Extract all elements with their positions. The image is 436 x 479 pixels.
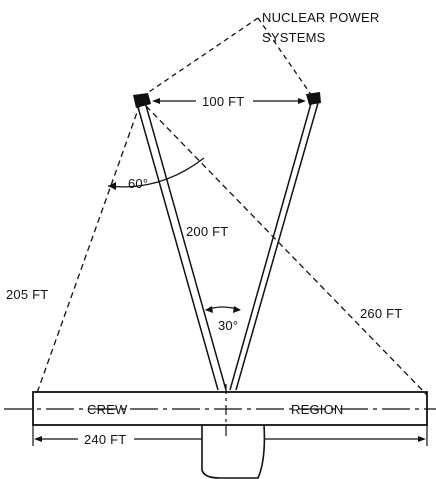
label-30-degrees: 30° — [218, 318, 238, 333]
label-nuclear-power: NUCLEAR POWER — [262, 10, 379, 25]
dimension-arrow-240ft-right — [418, 436, 426, 442]
angle-arc-60 — [107, 157, 205, 188]
label-crew: CREW — [87, 402, 128, 417]
dimension-arrow-100ft-left — [152, 98, 160, 104]
dimension-arrow-100ft-right — [298, 98, 306, 104]
angle-arc-30-arrow-left — [205, 306, 213, 313]
label-260ft: 260 FT — [360, 306, 402, 321]
callout-line-left — [139, 17, 259, 99]
label-205ft: 205 FT — [6, 287, 48, 302]
dashed-line-260ft — [145, 105, 428, 396]
label-240ft: 240 FT — [84, 432, 126, 447]
right-boom-outer — [229, 99, 313, 391]
label-60-degrees: 60° — [128, 176, 148, 191]
dashed-line-205ft — [36, 103, 141, 394]
support-cylinder — [201, 424, 266, 479]
left-boom-inner — [144, 101, 227, 391]
left-boom-outer — [135, 99, 219, 391]
left-power-unit — [133, 93, 151, 108]
angle-arc-60-arrow — [108, 182, 116, 190]
right-boom-inner — [235, 102, 319, 391]
right-power-unit — [306, 92, 321, 105]
label-100ft: 100 FT — [202, 94, 244, 109]
dimension-arrow-240ft-left — [34, 436, 42, 442]
angle-arc-30-arrow-right — [233, 306, 241, 313]
label-region: REGION — [291, 402, 343, 417]
label-200ft: 200 FT — [186, 224, 228, 239]
callout-line-right — [257, 17, 313, 97]
label-systems: SYSTEMS — [262, 30, 326, 45]
